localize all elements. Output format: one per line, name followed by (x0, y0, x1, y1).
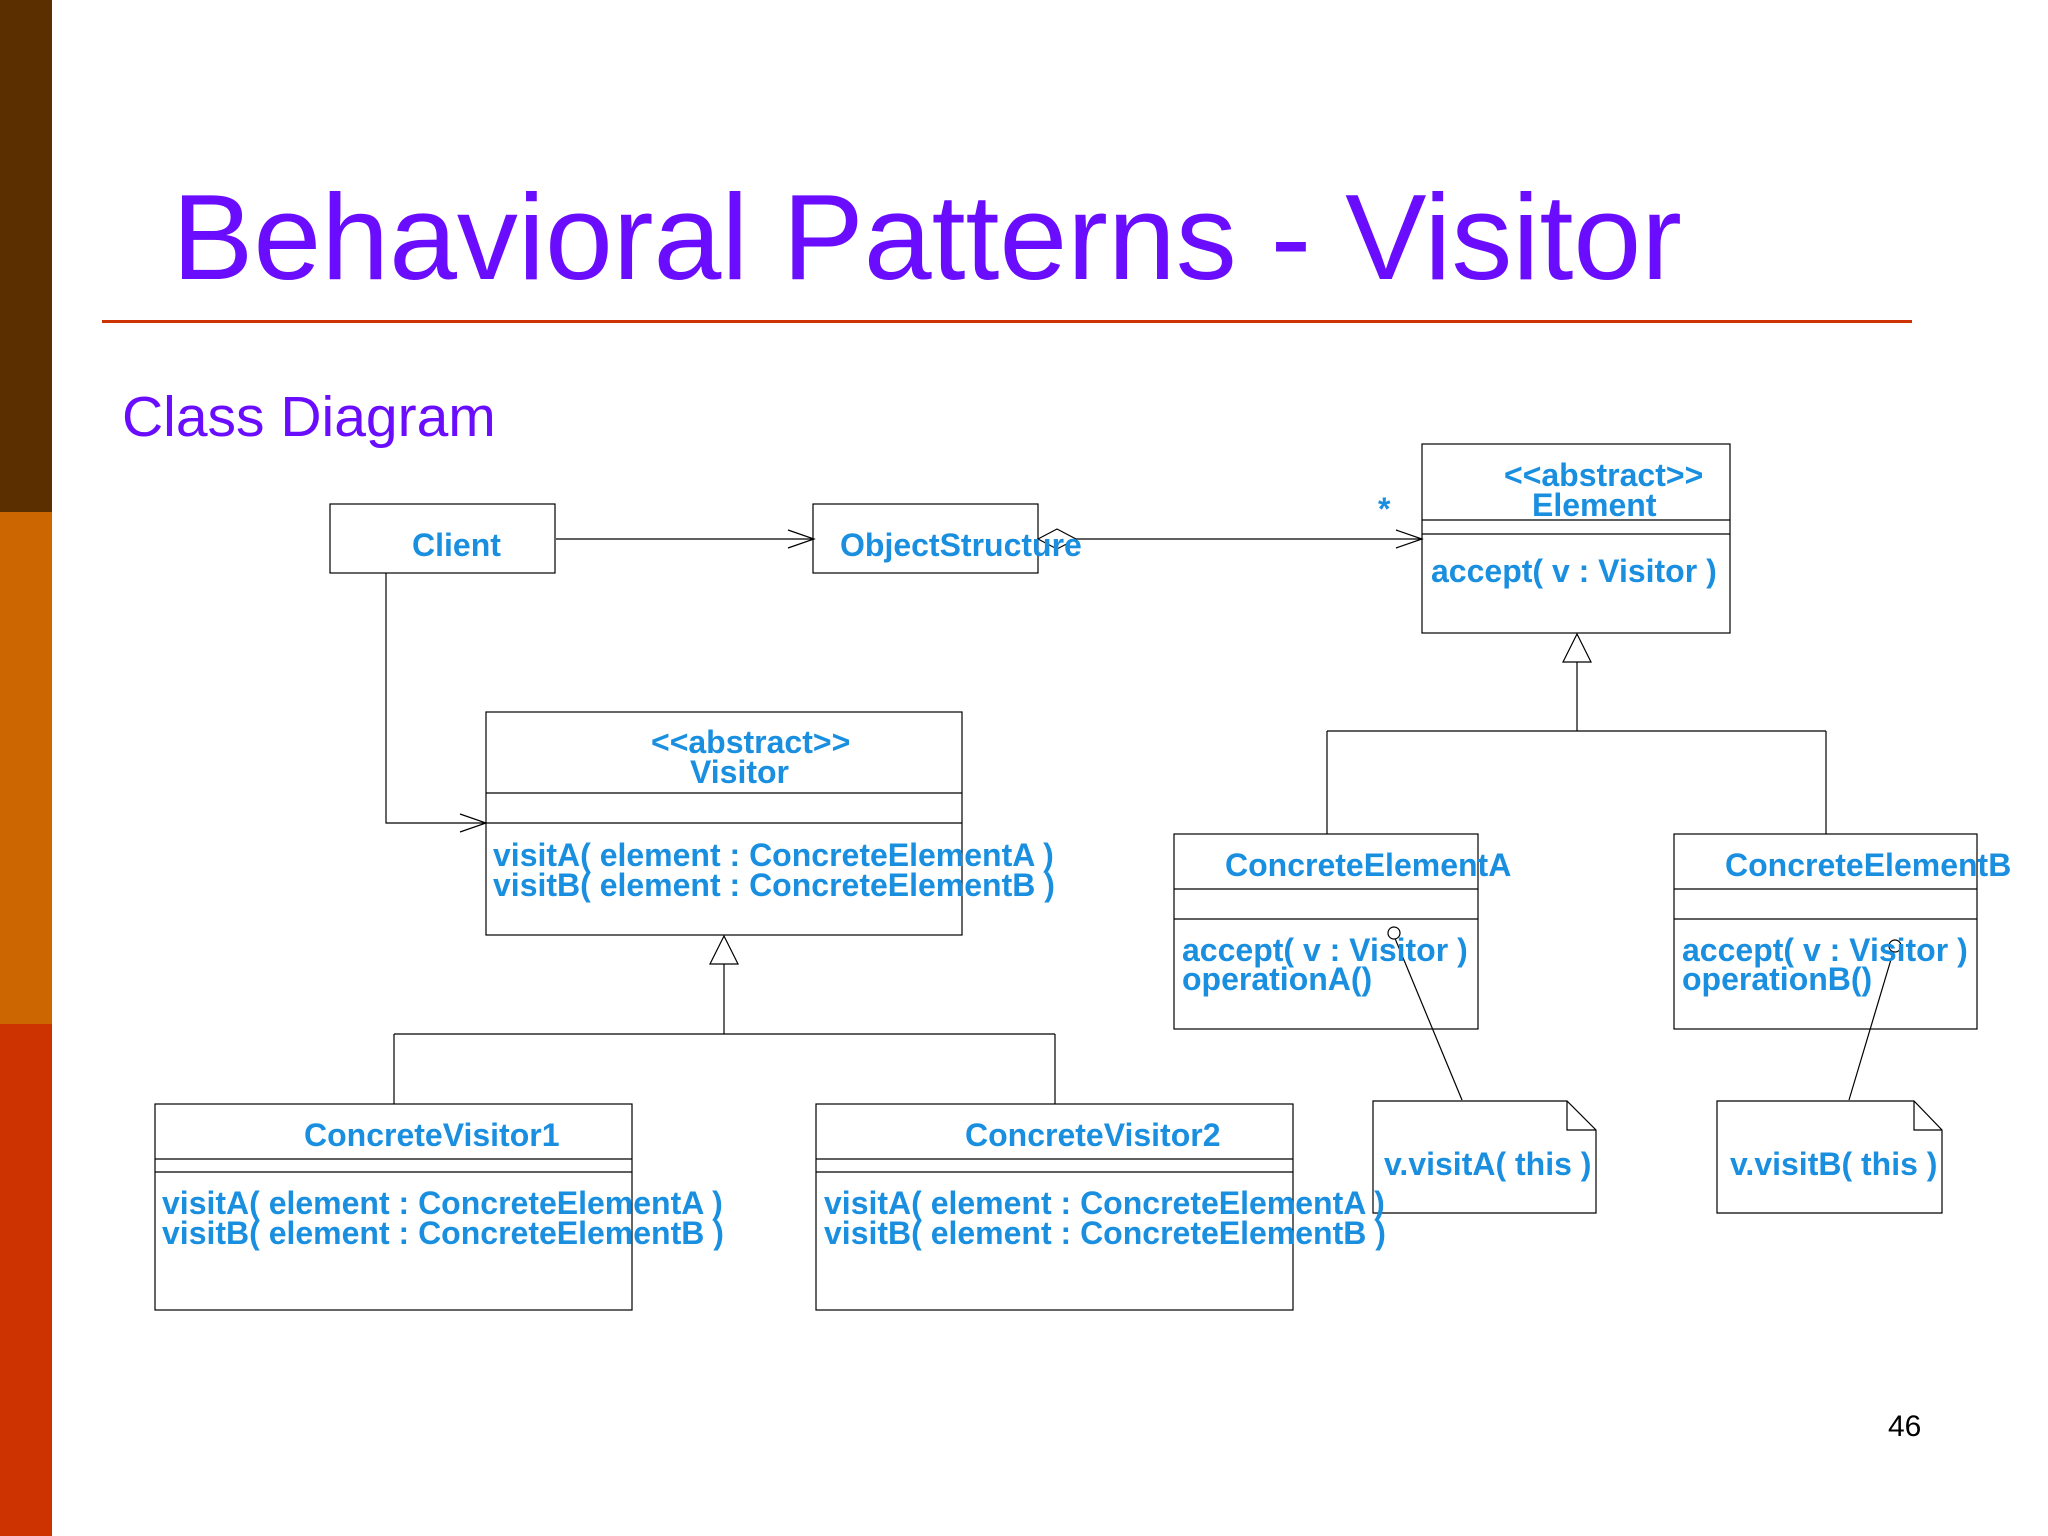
concrete-visitor-1-operation-b: visitB( element : ConcreteElementB ) (162, 1215, 724, 1251)
concrete-element-a-operation-2: operationA() (1182, 961, 1372, 997)
concrete-visitor-1-operation-a: visitA( element : ConcreteElementA ) (162, 1185, 723, 1221)
concrete-element-a-box (1173, 833, 1479, 1030)
visitor-stereotype: <<abstract>> (651, 724, 850, 760)
element-box (1421, 443, 1731, 634)
concrete-element-b-operation-2: operationB() (1682, 961, 1872, 997)
client-box (329, 503, 556, 574)
objectstructure-name: ObjectStructure (840, 527, 1082, 563)
decor-band-bottom (0, 1024, 52, 1536)
slide-subtitle: Class Diagram (122, 385, 496, 449)
concrete-element-a-operation-1: accept( v : Visitor ) (1182, 932, 1468, 968)
concrete-element-b-box (1673, 833, 1978, 1030)
slide-title: Behavioral Patterns - Visitor (172, 169, 1682, 305)
concrete-visitor-2-name: ConcreteVisitor2 (965, 1117, 1221, 1153)
inheritance-triangle-visitor (709, 934, 739, 965)
concrete-visitor-2-box (815, 1103, 1294, 1311)
visitor-name: Visitor (690, 754, 789, 790)
objectstructure-box (812, 503, 1039, 574)
multiplicity-label: * (1378, 491, 1391, 527)
element-stereotype: <<abstract>> (1504, 457, 1703, 493)
title-rule (102, 320, 1912, 323)
concrete-element-b-operation-1: accept( v : Visitor ) (1682, 932, 1968, 968)
client-name: Client (412, 527, 501, 563)
concrete-element-b-name: ConcreteElementB (1725, 847, 2011, 883)
visitor-operation-a: visitA( element : ConcreteElementA ) (493, 837, 1054, 873)
page-number: 46 (1888, 1410, 1922, 1443)
concrete-visitor-1-box (154, 1103, 633, 1311)
concrete-visitor-1-name: ConcreteVisitor1 (304, 1117, 560, 1153)
note-a-box (1372, 1100, 1597, 1214)
note-a-text: v.visitA( this ) (1384, 1146, 1591, 1182)
note-b-box (1716, 1100, 1943, 1214)
note-b-text: v.visitB( this ) (1730, 1146, 1937, 1182)
connector-client-visitor (385, 573, 486, 824)
arrowhead-objectstructure (787, 529, 816, 549)
decor-band-middle (0, 512, 52, 1024)
element-name: Element (1532, 487, 1657, 523)
inheritance-triangle-element (1562, 632, 1592, 663)
note-link-b (1848, 945, 1896, 1101)
element-operation: accept( v : Visitor ) (1431, 553, 1717, 589)
visitor-operation-b: visitB( element : ConcreteElementB ) (493, 867, 1055, 903)
note-link-a (1393, 935, 1463, 1101)
concrete-visitor-2-operation-b: visitB( element : ConcreteElementB ) (824, 1215, 1386, 1251)
concrete-element-a-name: ConcreteElementA (1225, 847, 1511, 883)
aggregation-diamond (1036, 528, 1078, 550)
concrete-visitor-2-operation-a: visitA( element : ConcreteElementA ) (824, 1185, 1385, 1221)
decor-band-top (0, 0, 52, 512)
